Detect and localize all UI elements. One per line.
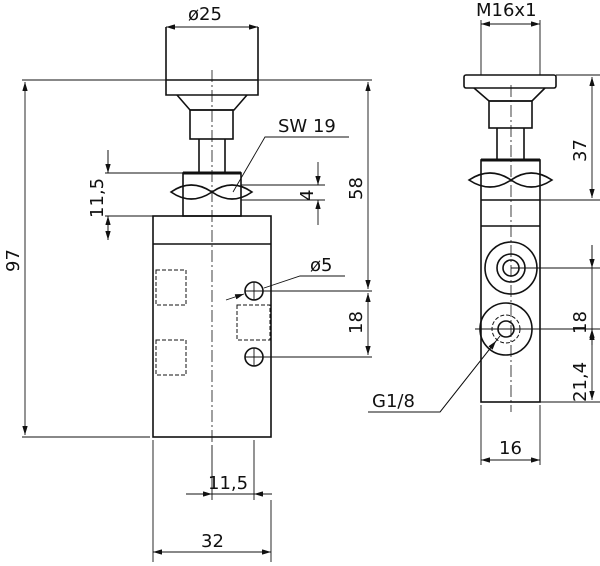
dim-height-to-port: 58 <box>346 177 367 200</box>
label-wrench-size: SW 19 <box>278 116 336 137</box>
front-view <box>152 27 272 445</box>
dim-body-width: 32 <box>201 531 224 552</box>
label-port-thread: G1/8 <box>372 391 415 412</box>
dim-port-offset-horizontal: 11,5 <box>208 473 248 494</box>
side-dimensions: M16x1 37 18 21,4 G1/8 16 <box>368 0 600 465</box>
side-view <box>463 74 557 412</box>
dim-cap-diameter: ø25 <box>188 4 222 25</box>
dim-cap-height-side: 37 <box>570 139 591 162</box>
dim-nut-offset: 11,5 <box>87 178 108 218</box>
dim-port-spacing-side: 18 <box>570 311 591 334</box>
dim-thread: M16x1 <box>476 0 537 21</box>
dim-port-to-bottom: 21,4 <box>570 362 591 402</box>
front-dimensions: ø25 97 58 18 11,5 4 SW 19 ø5 11,5 32 <box>3 4 372 562</box>
dim-body-depth: 16 <box>499 438 522 459</box>
dim-nut-height: 4 <box>297 190 318 201</box>
dim-hole-diameter: ø5 <box>310 255 332 276</box>
dim-port-spacing-front: 18 <box>346 311 367 334</box>
dim-total-height: 97 <box>3 249 24 272</box>
